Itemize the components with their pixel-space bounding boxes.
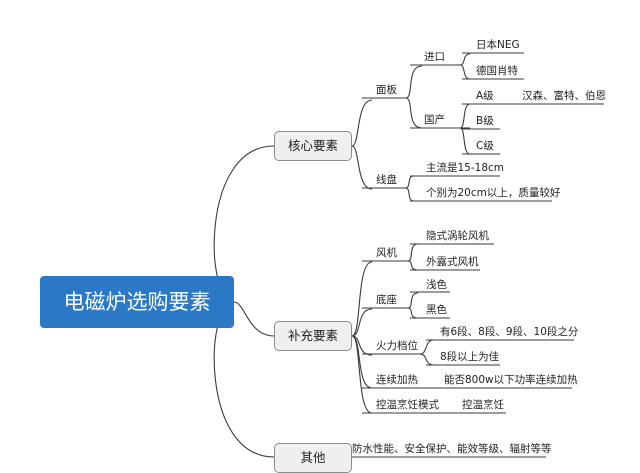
- root-node: 电磁炉选购要素: [40, 276, 234, 328]
- node-base: 底座: [376, 294, 397, 306]
- link-panel-import: [405, 65, 423, 99]
- leaf-fan-2: 外露式风机: [426, 256, 479, 268]
- node-extra: 补充要素: [274, 321, 352, 351]
- leaf-import-2: 德国肖特: [476, 65, 518, 77]
- leaf-base-2: 黑色: [426, 304, 447, 316]
- leaf-grade-a-brands: 汉森、富特、伯恩: [522, 90, 606, 102]
- leaf-grade-c: C级: [476, 140, 494, 152]
- connector-lines: [213, 52, 604, 458]
- node-core: 核心要素: [274, 131, 352, 161]
- leaf-base-1: 浅色: [426, 279, 447, 291]
- node-domestic: 国产: [424, 114, 445, 126]
- link-core-coil: [351, 145, 373, 190]
- link-core-panel: [351, 99, 373, 147]
- leaf-power-1: 有6段、8段、9段、10段之分: [440, 326, 579, 338]
- leaf-grade-b: B级: [476, 115, 494, 127]
- node-temp: 控温烹饪模式: [376, 399, 439, 411]
- leaf-fan-1: 隐式涡轮风机: [426, 230, 489, 242]
- node-other: 其他: [274, 443, 352, 473]
- link-panel-domestic: [405, 97, 423, 129]
- leaf-coil-2: 个别为20cm以上，质量较好: [426, 187, 561, 199]
- node-panel: 面板: [376, 84, 397, 96]
- leaf-coil-1: 主流是15-18cm: [426, 162, 505, 174]
- node-power: 火力档位: [376, 340, 418, 352]
- node-fan: 风机: [376, 247, 397, 259]
- leaf-import-1: 日本NEG: [476, 39, 520, 51]
- node-heating: 连续加热: [376, 374, 418, 386]
- leaf-power-2: 8段以上为佳: [440, 351, 500, 363]
- link-root-extra: [233, 301, 275, 337]
- leaf-grade-a: A级: [476, 90, 494, 102]
- node-import: 进口: [424, 51, 445, 63]
- node-coil: 线盘: [376, 174, 397, 186]
- leaf-other: 防水性能、安全保护、能效等级、辐射等等: [352, 443, 552, 455]
- mind-map: 电磁炉选购要素 核心要素 补充要素 其他 面板 进口 日本NEG 德国肖特 国产…: [40, 39, 606, 473]
- leaf-temp: 控温烹饪: [462, 399, 504, 411]
- leaf-heating: 能否800w以下功率连续加热: [444, 374, 578, 386]
